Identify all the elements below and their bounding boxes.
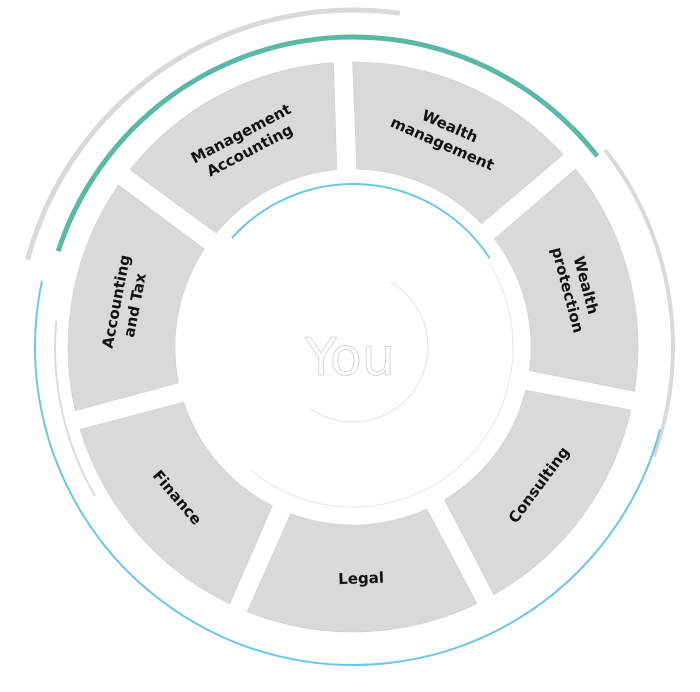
segment-finance[interactable]: Finance [79,401,273,605]
segment-wealth-management[interactable]: Wealthmanagement [352,61,564,225]
segment-shape[interactable] [494,168,639,392]
blue-inner-arc [231,183,491,259]
gray-arc-left [54,320,96,497]
segment-shape[interactable] [444,389,632,596]
teal-arc [55,34,600,252]
segment-label: Legal [338,569,384,589]
segment-legal[interactable]: Legal [246,508,478,633]
center-label: You [304,328,395,388]
center-circle: You [304,281,429,423]
segment-wealth-protection[interactable]: Wealthprotection [494,168,639,392]
gray-arc-top-left [25,7,401,261]
faint-inner-arc [249,266,514,508]
segment-shape[interactable] [67,184,205,412]
segment-management-accounting[interactable]: ManagementAccounting [129,62,338,234]
segment-shape[interactable] [129,62,338,234]
segment-shape[interactable] [352,61,564,225]
center-inner-arc [309,281,429,423]
decorative-arcs [25,7,675,666]
segment-label-line: Legal [338,569,384,589]
segment-shape[interactable] [246,508,478,633]
gray-arc-right [603,148,675,458]
segments: WealthmanagementWealthprotectionConsulti… [67,61,639,633]
segment-accounting-and-tax[interactable]: Accountingand Tax [67,184,205,412]
segment-shape[interactable] [79,401,273,605]
segment-consulting[interactable]: Consulting [444,389,632,596]
blue-outer-arc [34,280,662,666]
